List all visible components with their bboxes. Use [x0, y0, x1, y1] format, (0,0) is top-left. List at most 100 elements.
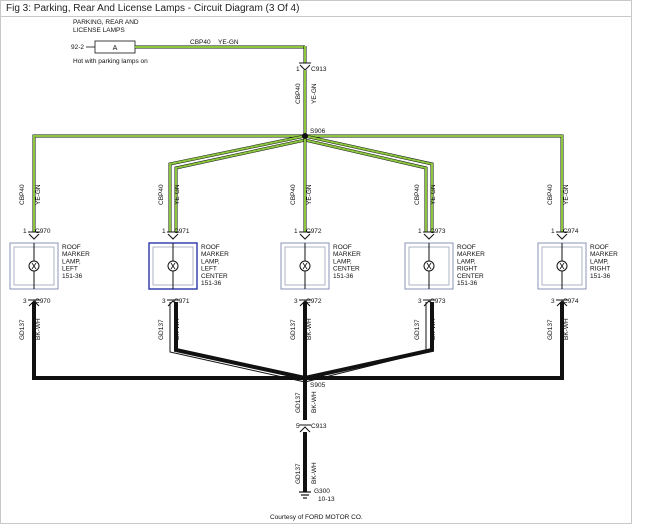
lamp-left-center-ground-color: BK-WH [174, 318, 181, 340]
lamp-right-center-label-line: RIGHT [457, 266, 477, 273]
lamp-right-center-top-connector-arrow-icon [423, 233, 435, 240]
lamp-right-center-label-line: 151-36 [457, 280, 478, 287]
lamp-right-center-filament-icon [426, 262, 432, 270]
lamp-center-ground-color: BK-WH [306, 318, 313, 340]
lamp-left-top-conn-id: C970 [35, 228, 51, 235]
lamp-right-ground-code: GD137 [547, 319, 554, 340]
lamp-center-filament-icon [302, 262, 308, 270]
lamp-right-center-bottom-connector-arrow-icon [423, 300, 435, 307]
connector-c913-bottom-id: C913 [311, 423, 327, 430]
ground-bottom-code: GD137 [295, 463, 302, 484]
lamp-left-bottom-connector-arrow-icon [28, 300, 40, 307]
lamp-left-center-bottom-connector-arrow-icon [167, 300, 179, 307]
lamp-center-top-conn-id: C972 [306, 228, 322, 235]
lamp-right-center-top-conn-id: C973 [430, 228, 446, 235]
splice-s906-dot [302, 133, 308, 139]
source-connector-letter: A [113, 45, 118, 52]
lamp-left-center-label-line: MARKER [201, 251, 229, 258]
ground-symbol-icon [299, 491, 311, 499]
right-margin [632, 0, 650, 530]
feed-wire-top-color: YE-GN [218, 39, 239, 46]
lamp-center-label-line: CENTER [333, 266, 360, 273]
connector-c913-top-id: C913 [311, 66, 327, 73]
connector-c913-top-pin: 1 [296, 66, 300, 73]
lamp-left-center-top-pin: 1 [162, 228, 166, 235]
lamp-left-ground-color: BK-WH [35, 318, 42, 340]
connector-c913-bottom-pin: 5 [296, 423, 300, 430]
lamp-right-center-ground-color: BK-WH [430, 318, 437, 340]
lamp-left-center-top-conn-id: C971 [174, 228, 190, 235]
lamp-right-top-connector-arrow-icon [556, 233, 568, 240]
lamp-left-bottom-conn-id: C970 [35, 298, 51, 305]
lamp-left-center-bottom-conn-id: C971 [174, 298, 190, 305]
ground-trunk-code: GD137 [295, 392, 302, 413]
lamp-left-feed-color: YE-GN [35, 184, 42, 205]
lamp-center-label-line: MARKER [333, 251, 361, 258]
lamp-left-center-feed-color: YE-GN [174, 184, 181, 205]
title-bar: Fig 3: Parking, Rear And License Lamps -… [1, 1, 633, 17]
feed-bus[interactable] [32, 134, 564, 232]
ground-id: G300 [314, 488, 330, 495]
lamp-left-center-label-line: ROOF [201, 244, 220, 251]
feed-wire-top-code: CBP40 [190, 39, 211, 46]
lamp-left-center-label-line: 151-36 [201, 280, 222, 287]
lamp-right-label-line: RIGHT [590, 266, 610, 273]
lamp-left-feed-code: CBP40 [19, 184, 26, 205]
lamp-left-label-line: 151-36 [62, 273, 83, 280]
lamp-right-center-bottom-conn-id: C973 [430, 298, 446, 305]
lamp-left-center-ground-code: GD137 [158, 319, 165, 340]
lamp-right-bottom-pin: 3 [551, 298, 555, 305]
ground-bottom-color: BK-WH [311, 462, 318, 484]
source-title-line1: PARKING, REAR AND [73, 19, 139, 26]
feed-wire-top[interactable] [135, 45, 307, 63]
splice-s905-label: S905 [310, 382, 326, 389]
lamp-center-label-line: ROOF [333, 244, 352, 251]
lamp-right-center-label-line: LAMP, [457, 258, 476, 265]
lamp-left-top-pin: 1 [23, 228, 27, 235]
lamp-right-center-feed-code: CBP40 [414, 184, 421, 205]
lamp-right-feed-code: CBP40 [547, 184, 554, 205]
lamp-left-center-filament-icon [170, 262, 176, 270]
ground-ref: 10-13 [318, 496, 335, 503]
lamp-right-center-ground-code: GD137 [414, 319, 421, 340]
lamp-right-label-line: 151-36 [590, 273, 611, 280]
lamp-left-top-connector-arrow-icon [28, 233, 40, 240]
lamp-right-center-feed-color: YE-GN [430, 184, 437, 205]
lamp-center-top-pin: 1 [294, 228, 298, 235]
lamp-center-feed-code: CBP40 [290, 184, 297, 205]
source-ref: 92-2 [71, 44, 84, 51]
lamp-left-center-label-line: LAMP, [201, 258, 220, 265]
lamp-right-label-line: ROOF [590, 244, 609, 251]
lamp-right-center-label-line: MARKER [457, 251, 485, 258]
lamp-right-center-top-pin: 1 [418, 228, 422, 235]
lamp-center-label-line: 151-36 [333, 273, 354, 280]
lamp-left-label-line: LAMP, [62, 258, 81, 265]
figure-title: Fig 3: Parking, Rear And License Lamps -… [6, 3, 300, 14]
lamp-right-filament-icon [559, 262, 565, 270]
lamp-left-center-feed-code: CBP40 [158, 184, 165, 205]
connector-c913-top[interactable] [299, 62, 311, 71]
circuit-diagram: PARKING, REAR AND LICENSE LAMPS 92-2 A H… [9, 19, 618, 521]
lamp-right-bottom-conn-id: C974 [563, 298, 579, 305]
lamp-right-center-label-line: ROOF [457, 244, 476, 251]
lamp-left-label-line: LEFT [62, 266, 78, 273]
lamp-left-center-label-line: LEFT [201, 266, 217, 273]
lamp-right-label-line: MARKER [590, 251, 618, 258]
lamp-right-bottom-connector-arrow-icon [556, 300, 568, 307]
lamp-left-bottom-pin: 3 [23, 298, 27, 305]
courtesy-text: Courtesy of FORD MOTOR CO. [270, 514, 363, 521]
connector-c913-bottom[interactable] [299, 424, 311, 433]
feed-wire-trunk-code: CBP40 [295, 83, 302, 104]
lamp-right-feed-color: YE-GN [563, 184, 570, 205]
lamp-center-feed-color: YE-GN [306, 184, 313, 205]
lamp-left-center-bottom-pin: 3 [162, 298, 166, 305]
lamp-center-top-connector-arrow-icon [299, 233, 311, 240]
lamp-center-ground-code: GD137 [290, 319, 297, 340]
splice-s905-dot [302, 375, 308, 381]
lamp-center-label-line: LAMP, [333, 258, 352, 265]
ground-trunk-color: BK-WH [311, 391, 318, 413]
lamp-left-label-line: ROOF [62, 244, 81, 251]
lamp-center-bottom-conn-id: C972 [306, 298, 322, 305]
lamp-right-label-line: LAMP, [590, 258, 609, 265]
